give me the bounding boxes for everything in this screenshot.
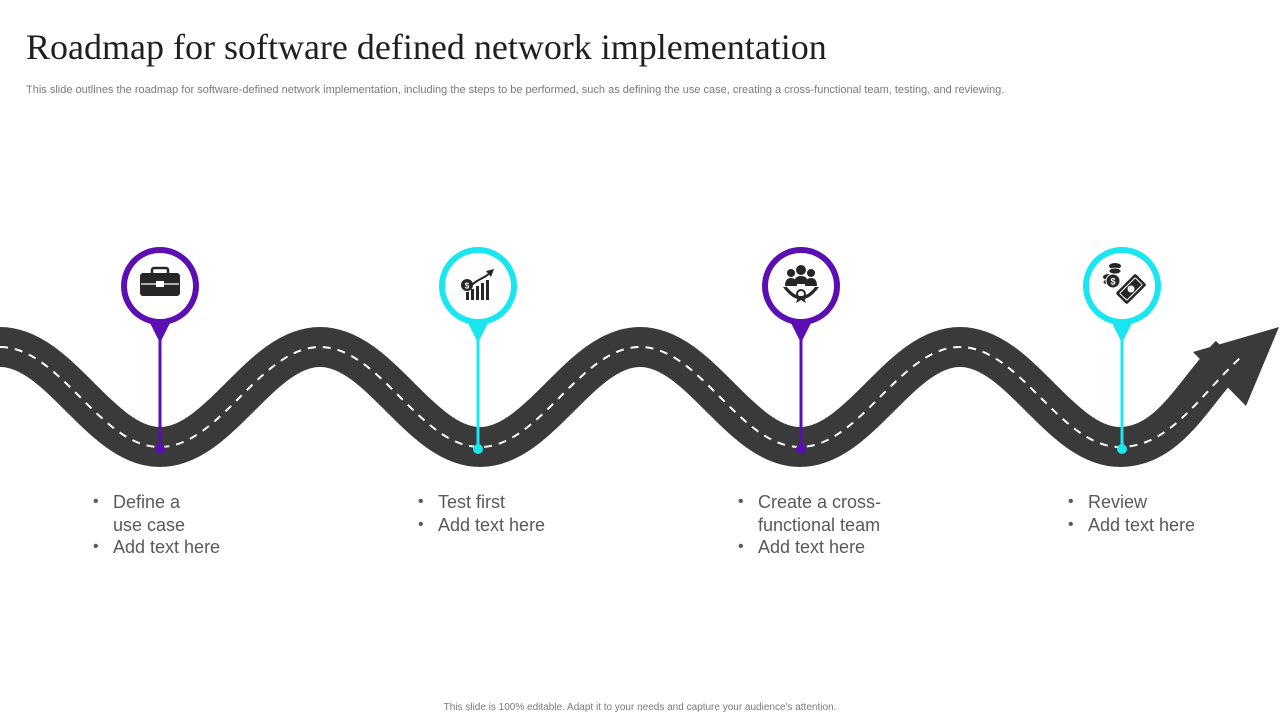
money-icon: $: [1102, 263, 1146, 304]
step-1-bullet-2: Add text here: [93, 536, 220, 559]
road-center-line: [0, 345, 1241, 449]
road-arrow-head: [1193, 327, 1279, 406]
step-marker-3: [762, 247, 840, 454]
step-marker-1: [121, 247, 199, 454]
slide-title: Roadmap for software defined network imp…: [26, 27, 827, 67]
step-3-bullet-1: Create a cross- functional team: [738, 491, 881, 536]
step-3-bullets: Create a cross- functional team Add text…: [738, 491, 881, 559]
step-4-bullets: Review Add text here: [1068, 491, 1195, 536]
step-4-bullet-1: Review: [1068, 491, 1195, 514]
step-1-bullets: Define a use case Add text here: [93, 491, 220, 559]
step-4-bullet-2: Add text here: [1068, 514, 1195, 537]
svg-text:$: $: [1110, 277, 1115, 287]
step-marker-4: $: [1083, 247, 1161, 454]
step-2-bullet-1: Test first: [418, 491, 545, 514]
step-2-bullets: Test first Add text here: [418, 491, 545, 536]
svg-text:$: $: [465, 282, 470, 291]
road: [0, 326, 1245, 468]
step-1-bullet-1: Define a use case: [93, 491, 220, 536]
slide-subtitle: This slide outlines the roadmap for soft…: [26, 84, 1005, 96]
team-icon: [783, 265, 819, 303]
growth-chart-icon: $: [461, 269, 494, 300]
step-3-bullet-2: Add text here: [738, 536, 881, 559]
slide-footer: This slide is 100% editable. Adapt it to…: [443, 702, 837, 713]
briefcase-icon: [140, 266, 180, 296]
step-2-bullet-2: Add text here: [418, 514, 545, 537]
step-marker-2: $: [439, 247, 517, 454]
